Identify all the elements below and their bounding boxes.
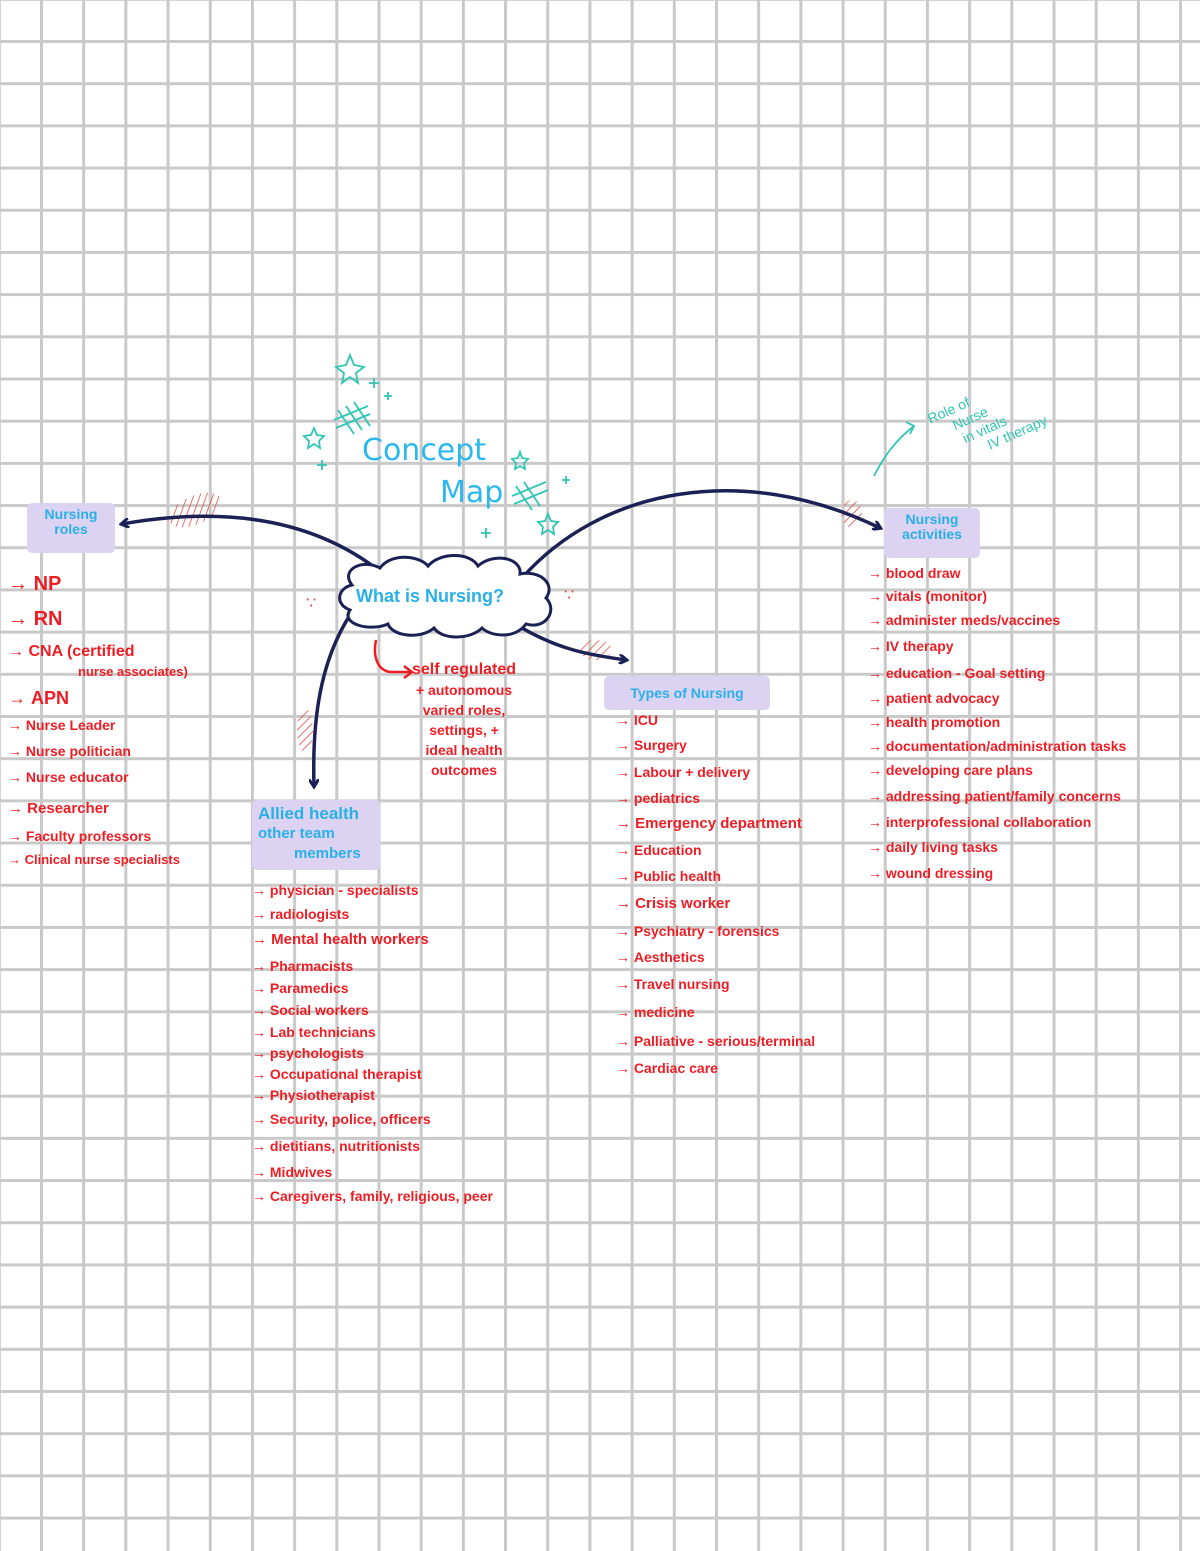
center-question: What is Nursing? (356, 586, 504, 606)
types-of-nursing-header: Types of Nursing (604, 676, 770, 710)
list-item: addressing patient/family concerns (868, 782, 1126, 810)
nursing-activities-header-line-2: activities (902, 526, 962, 542)
hatch-scribble-bottom (297, 708, 313, 752)
center-note-line-3: varied roles, (422, 702, 506, 718)
nursing-roles-header-line-1: Nursing (44, 506, 98, 522)
list-item: Emergency department (616, 810, 815, 838)
list-item: Social workers (252, 998, 493, 1022)
list-item: interprofessional collaboration (868, 810, 1126, 834)
list-item: CNA (certified (8, 640, 188, 664)
center-note-line-2: + autonomous (415, 682, 513, 698)
list-item: Pharmacists (252, 954, 493, 978)
list-item: Palliative - serious/terminal (616, 1026, 815, 1056)
nursing-activities-header: Nursing activities (884, 508, 980, 558)
list-item: health promotion (868, 710, 1126, 734)
types-of-nursing-list: ICU Surgery Labour + delivery pediatrics… (616, 708, 815, 1080)
list-item: nurse associates) (78, 664, 188, 679)
list-item: ICU (616, 708, 815, 732)
list-item: Clinical nurse specialists (8, 848, 188, 872)
title-line-2: Map (440, 475, 504, 510)
list-item: education - Goal setting (868, 660, 1126, 686)
list-item: Aesthetics (616, 944, 815, 970)
list-item: administer meds/vaccines (868, 608, 1126, 632)
list-item: vitals (monitor) (868, 584, 1126, 608)
list-item: dietitians, nutritionists (252, 1132, 493, 1160)
nursing-activities-list: blood draw vitals (monitor) administer m… (868, 562, 1126, 886)
center-note-line-4: settings, + (429, 722, 499, 738)
list-item: documentation/administration tasks (868, 734, 1126, 758)
nursing-roles-header-line-2: roles (54, 521, 88, 537)
red-accent-mark-right: ∵ (564, 585, 574, 604)
list-item: Nurse politician (8, 738, 188, 764)
types-of-nursing-header-line-1: Types of Nursing (630, 685, 744, 701)
arrow-to-types-of-nursing (521, 626, 626, 660)
list-item: Travel nursing (616, 970, 815, 998)
list-item: psychologists (252, 1042, 493, 1064)
center-note-arrow-head (403, 665, 415, 679)
center-note-line-1: self regulated (412, 661, 517, 678)
allied-health-header: Allied health other team members (252, 800, 380, 870)
list-item: Lab technicians (252, 1022, 493, 1042)
arrow-to-nursing-activities (520, 488, 880, 580)
list-item: Faculty professors (8, 824, 188, 848)
list-item: radiologists (252, 902, 493, 926)
list-item: Education (616, 838, 815, 862)
list-item: Security, police, officers (252, 1106, 493, 1132)
allied-health-header-line-3: members (294, 845, 361, 862)
list-item: Nurse educator (8, 764, 188, 790)
list-item: blood draw (868, 562, 1126, 584)
red-accent-mark-left: ∵ (306, 593, 316, 612)
allied-health-header-line-2: other team (258, 825, 335, 842)
list-item: Mental health workers (252, 926, 493, 954)
list-item: daily living tasks (868, 834, 1126, 860)
arrow-to-allied-health (314, 611, 354, 786)
list-item: RN (8, 604, 188, 634)
list-item: Midwives (252, 1160, 493, 1184)
allied-health-list: physician - specialists radiologists Men… (252, 878, 493, 1208)
center-note-arrow (373, 639, 410, 674)
list-item: Nurse Leader (8, 712, 188, 738)
title-line-1: Concept (362, 433, 487, 468)
list-item: medicine (616, 998, 815, 1026)
list-item: Surgery (616, 732, 815, 758)
list-item: Caregivers, family, religious, peer (252, 1184, 493, 1208)
center-note: self regulated + autonomous varied roles… (412, 660, 516, 780)
center-note-line-5: ideal health (425, 742, 503, 758)
nursing-activities-header-line-1: Nursing (905, 511, 959, 527)
arrow-to-nursing-roles (122, 514, 390, 580)
list-item: Labour + delivery (616, 758, 815, 786)
list-item: Cardiac care (616, 1056, 815, 1080)
nursing-roles-list: NP RN CNA (certified nurse associates) A… (8, 570, 188, 872)
list-item: Public health (616, 862, 815, 890)
list-item: Occupational therapist (252, 1064, 493, 1084)
list-item: wound dressing (868, 860, 1126, 886)
list-item: developing care plans (868, 758, 1126, 782)
allied-health-header-line-1: Allied health (258, 804, 360, 823)
list-item: APN (8, 684, 188, 712)
center-cloud (338, 554, 553, 639)
center-note-line-6: outcomes (430, 762, 498, 778)
list-item: Paramedics (252, 978, 493, 998)
nursing-roles-header: Nursing roles (27, 503, 115, 553)
list-item: patient advocacy (868, 686, 1126, 710)
list-item: physician - specialists (252, 878, 493, 902)
list-item: Researcher (8, 794, 188, 824)
hatch-scribble-left (168, 492, 222, 528)
list-item: Physiotherapist (252, 1084, 493, 1106)
list-item: Crisis worker (616, 890, 815, 918)
list-item: NP (8, 570, 188, 598)
list-item: IV therapy (868, 632, 1126, 660)
list-item: pediatrics (616, 786, 815, 810)
list-item: Psychiatry - forensics (616, 918, 815, 944)
sparkle-doodles (302, 352, 916, 538)
